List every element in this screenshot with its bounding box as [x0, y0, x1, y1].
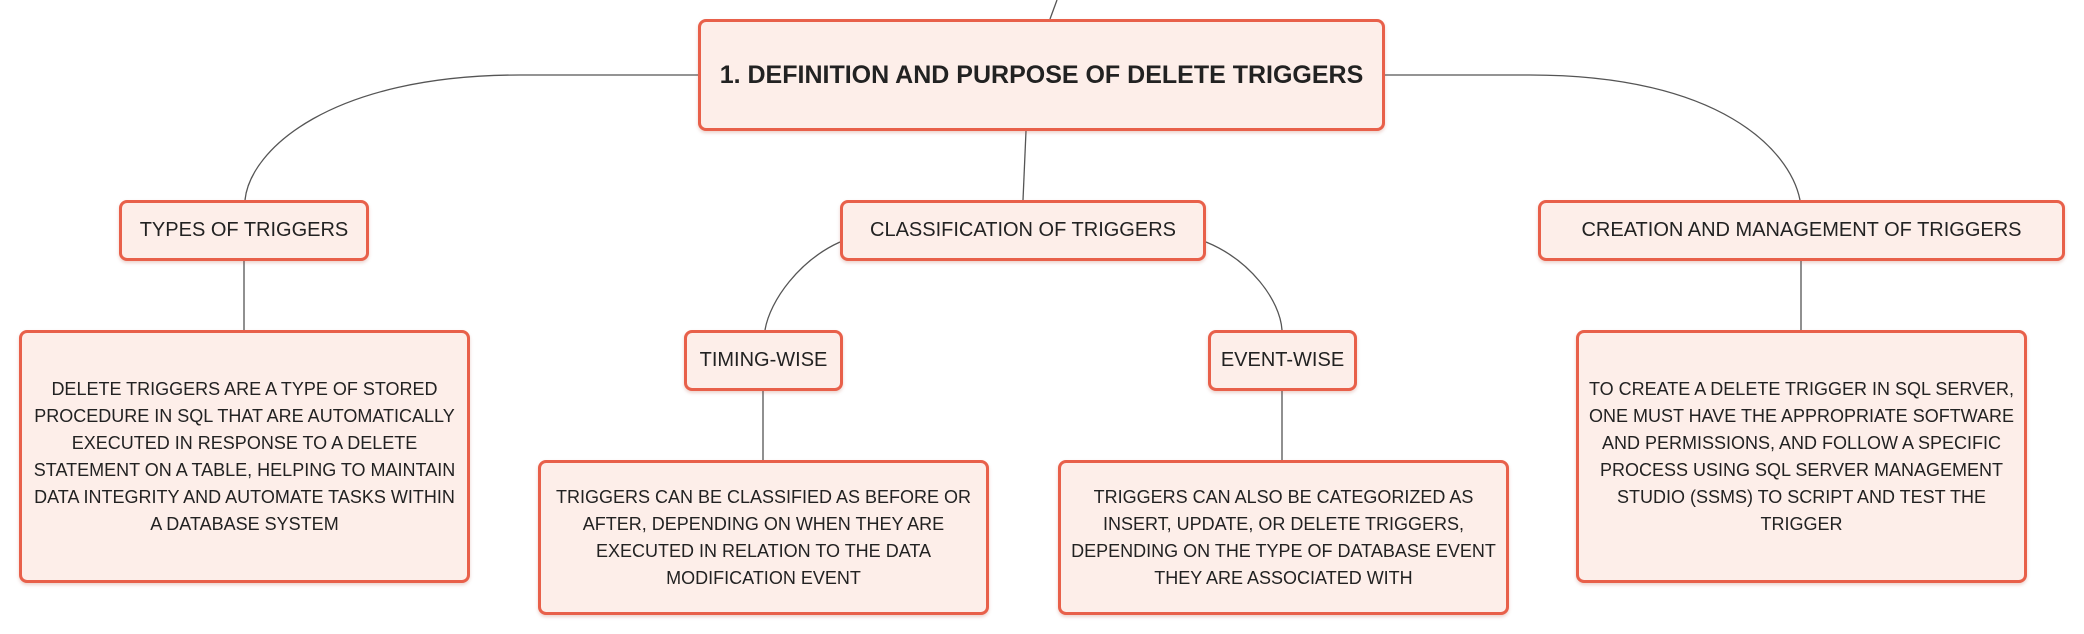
- description-text: TRIGGERS CAN BE CLASSIFIED AS BEFORE OR …: [555, 486, 972, 588]
- description-node-timing-wise[interactable]: TRIGGERS CAN BE CLASSIFIED AS BEFORE OR …: [538, 460, 989, 615]
- root-node-label: 1. DEFINITION AND PURPOSE OF DELETE TRIG…: [719, 60, 1364, 89]
- subtopic-label: EVENT-WISE: [1220, 349, 1345, 371]
- topic-label: CLASSIFICATION OF TRIGGERS: [870, 219, 1176, 241]
- topic-label: CREATION AND MANAGEMENT OF TRIGGERS: [1581, 219, 2022, 241]
- connector-classification-to-event: [1205, 241, 1283, 331]
- connector-root-to-classification: [1022, 130, 1027, 201]
- description-text: DELETE TRIGGERS ARE A TYPE OF STORED PRO…: [33, 378, 456, 534]
- topic-node-creation-and-management[interactable]: CREATION AND MANAGEMENT OF TRIGGERS: [1538, 200, 2065, 261]
- topic-node-classification-of-triggers[interactable]: CLASSIFICATION OF TRIGGERS: [840, 200, 1206, 261]
- connector-classification-to-timing: [764, 241, 841, 331]
- topic-label: TYPES OF TRIGGERS: [139, 219, 349, 241]
- description-node-creation-and-management[interactable]: TO CREATE A DELETE TRIGGER IN SQL SERVER…: [1576, 330, 2027, 583]
- description-node-types-of-triggers[interactable]: DELETE TRIGGERS ARE A TYPE OF STORED PRO…: [19, 330, 470, 583]
- root-node[interactable]: 1. DEFINITION AND PURPOSE OF DELETE TRIG…: [698, 19, 1385, 131]
- subtopic-label: TIMING-WISE: [699, 349, 828, 371]
- subtopic-node-timing-wise[interactable]: TIMING-WISE: [684, 330, 843, 391]
- subtopic-node-event-wise[interactable]: EVENT-WISE: [1208, 330, 1357, 391]
- topic-node-types-of-triggers[interactable]: TYPES OF TRIGGERS: [119, 200, 369, 261]
- connector-root-to-creation: [1385, 74, 1801, 201]
- description-text: TO CREATE A DELETE TRIGGER IN SQL SERVER…: [1588, 378, 2015, 534]
- connector-parent-to-root: [1049, 0, 1058, 20]
- description-text: TRIGGERS CAN ALSO BE CATEGORIZED AS INSE…: [1071, 486, 1496, 588]
- connector-root-to-types: [244, 74, 698, 201]
- description-node-event-wise[interactable]: TRIGGERS CAN ALSO BE CATEGORIZED AS INSE…: [1058, 460, 1509, 615]
